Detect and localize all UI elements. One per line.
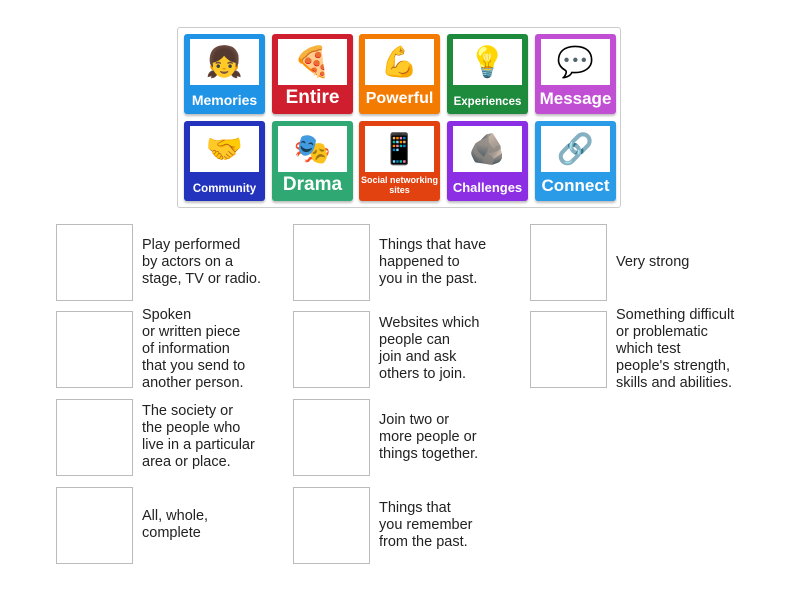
tile-community[interactable]: 🤝 Community (184, 121, 265, 201)
drop-slot[interactable] (56, 311, 133, 388)
tile-label: Experiences (453, 95, 522, 108)
pizza-icon: 🍕 (278, 39, 347, 85)
tile-challenges[interactable]: 🪨 Challenges (447, 121, 528, 201)
flexed-arm-icon: 💪 (365, 39, 434, 85)
message-bubble-icon-icon: 💬 (541, 39, 610, 85)
definition-text: Very strong (616, 253, 690, 270)
definition-text: Join two or more people or things togeth… (379, 411, 479, 462)
definition-text: Websites which people can join and ask o… (379, 315, 480, 382)
tile-label: Message (539, 89, 612, 109)
drop-slot[interactable] (293, 487, 370, 564)
definition-text: Something difficult or problematic which… (616, 306, 735, 391)
link-icon-icon: 🔗 (541, 126, 610, 172)
drop-slot[interactable] (56, 399, 133, 476)
tile-label: Community (192, 182, 257, 195)
theatre-masks-icon: 🎭 (278, 126, 347, 172)
hands-circle-icon: 🤝 (190, 126, 259, 172)
tile-social-networking-sites[interactable]: 📱 Social networking sites (359, 121, 440, 201)
tile-label: Connect (541, 176, 610, 196)
drop-slot[interactable] (293, 224, 370, 301)
tile-label: Memories (191, 92, 258, 109)
boulder-push-icon: 🪨 (453, 126, 522, 172)
tile-message[interactable]: 💬 Message (535, 34, 616, 114)
tile-memories[interactable]: 👧 Memories (184, 34, 265, 114)
drop-slot[interactable] (56, 224, 133, 301)
definition-text: The society or the people who live in a … (142, 403, 255, 470)
social-media-logos-icon: 📱 (365, 126, 434, 172)
lightbulb-words-icon: 💡 (453, 39, 522, 85)
definition-text: Things that you remember from the past. (379, 499, 473, 550)
drop-slot[interactable] (56, 487, 133, 564)
tile-label: Social networking sites (360, 175, 438, 195)
tile-drama[interactable]: 🎭Drama (272, 121, 353, 201)
tile-powerful[interactable]: 💪 Powerful (359, 34, 440, 114)
definition-text: All, whole, complete (142, 508, 209, 541)
drop-slot[interactable] (530, 224, 607, 301)
tile-experiences[interactable]: 💡 Experiences (447, 34, 528, 114)
drop-slot[interactable] (293, 311, 370, 388)
tile-label: Entire (285, 87, 340, 109)
tile-connect[interactable]: 🔗 Connect (535, 121, 616, 201)
tile-entire[interactable]: 🍕Entire (272, 34, 353, 114)
tile-label: Drama (282, 174, 343, 196)
tile-label: Challenges (452, 180, 523, 196)
children-icon: 👧 (190, 39, 259, 85)
tile-label: Powerful (365, 90, 434, 108)
definition-text: Play performed by actors on a stage, TV … (142, 236, 262, 287)
drop-slot[interactable] (530, 311, 607, 388)
drop-slot[interactable] (293, 399, 370, 476)
definition-text: Things that have happened to you in the … (379, 236, 487, 287)
definition-text: Spoken or written piece of information t… (142, 306, 246, 391)
